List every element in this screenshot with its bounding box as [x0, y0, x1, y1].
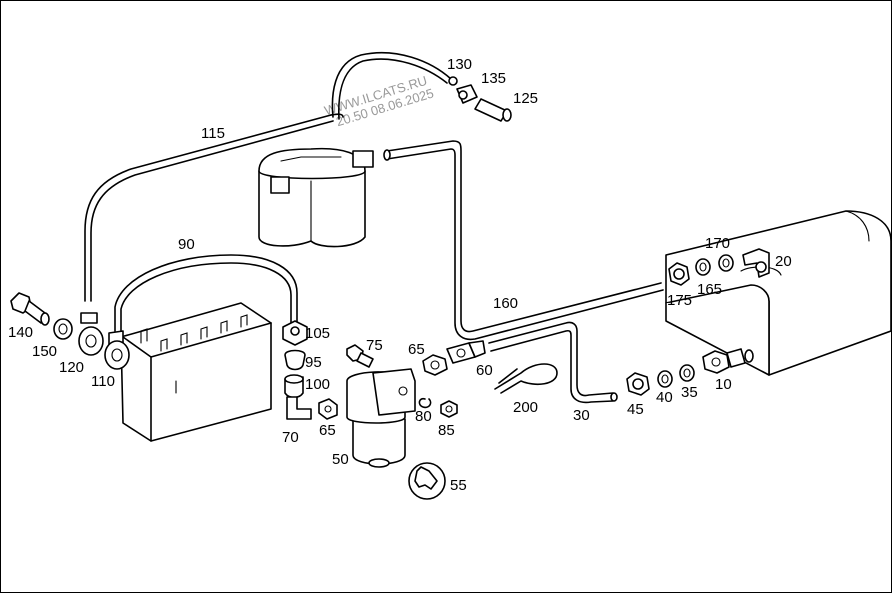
label-125: 125: [513, 90, 538, 107]
label-30: 30: [573, 407, 590, 424]
wrench-icon: [408, 462, 446, 500]
sleeve-125[interactable]: [474, 98, 512, 122]
cap-100[interactable]: [284, 374, 304, 399]
label-55: 55: [450, 477, 467, 494]
ring-150[interactable]: [53, 318, 73, 340]
elbow-70[interactable]: [286, 396, 312, 420]
nut-45[interactable]: [626, 372, 650, 396]
elbow-20[interactable]: [742, 248, 770, 278]
nut-65-right[interactable]: [422, 354, 448, 376]
label-170: 170: [705, 235, 730, 252]
label-105: 105: [305, 325, 330, 342]
injection-pump[interactable]: [120, 302, 272, 442]
pipe-30[interactable]: [488, 321, 618, 404]
label-35: 35: [681, 384, 698, 401]
nut-105[interactable]: [282, 320, 308, 346]
cap-95[interactable]: [284, 349, 306, 371]
fitting-60[interactable]: [446, 340, 486, 364]
label-20: 20: [775, 253, 792, 270]
nut-175[interactable]: [668, 262, 690, 286]
ring-165[interactable]: [695, 258, 711, 276]
label-80: 80: [415, 408, 432, 425]
label-65-left: 65: [319, 422, 336, 439]
ring-35[interactable]: [679, 364, 695, 382]
label-160: 160: [493, 295, 518, 312]
label-140: 140: [8, 324, 33, 341]
nut-65-left[interactable]: [318, 398, 338, 420]
label-50: 50: [332, 451, 349, 468]
label-70: 70: [282, 429, 299, 446]
label-150: 150: [32, 343, 57, 360]
label-75: 75: [366, 337, 383, 354]
hose-90[interactable]: [114, 254, 298, 334]
fuel-filter-50[interactable]: [346, 368, 416, 468]
label-110: 110: [91, 373, 115, 390]
fuel-filter-housing[interactable]: [258, 147, 374, 248]
label-130: 130: [447, 56, 472, 73]
label-135: 135: [481, 70, 506, 87]
banjo-110[interactable]: [104, 330, 130, 370]
hose-130[interactable]: [331, 51, 458, 120]
hose-160[interactable]: [383, 140, 664, 341]
label-100: 100: [305, 376, 330, 393]
label-10: 10: [715, 376, 732, 393]
ring-40[interactable]: [657, 370, 673, 388]
label-45: 45: [627, 401, 644, 418]
fitting-10[interactable]: [702, 348, 754, 374]
banjo-bolt-140[interactable]: [10, 292, 50, 326]
washer-80[interactable]: [418, 397, 432, 409]
label-120: 120: [59, 359, 84, 376]
nut-85[interactable]: [440, 400, 458, 418]
bolt-75[interactable]: [346, 344, 374, 368]
label-65-right: 65: [408, 341, 425, 358]
banjo-120[interactable]: [78, 312, 104, 356]
label-40: 40: [656, 389, 673, 406]
label-90: 90: [178, 236, 195, 253]
clamp-135[interactable]: [456, 84, 478, 104]
label-175: 175: [667, 292, 692, 309]
ring-170[interactable]: [718, 254, 734, 272]
label-95: 95: [305, 354, 322, 371]
label-85: 85: [438, 422, 455, 439]
label-165: 165: [697, 281, 722, 298]
label-200: 200: [513, 399, 538, 416]
label-115: 115: [201, 125, 225, 142]
label-60: 60: [476, 362, 493, 379]
clip-200[interactable]: [494, 363, 558, 394]
